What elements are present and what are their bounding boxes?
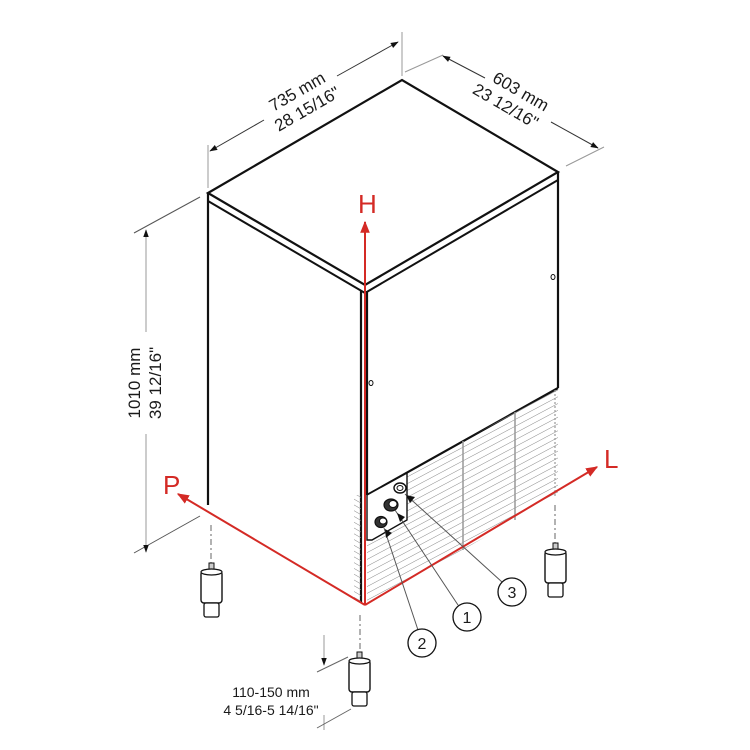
callout-3: 3 [404, 493, 527, 607]
panel-screw [550, 274, 556, 280]
panel-screw [368, 380, 374, 386]
dimension-height-inch: 39 12/16" [146, 347, 165, 419]
svg-text:1: 1 [463, 610, 472, 627]
cabinet [205, 78, 561, 605]
connector-3 [393, 482, 407, 494]
axis-p-arrow [176, 493, 366, 606]
dimension-feet: 110-150 mm 4 5/16-5 14/16" [223, 635, 352, 730]
axes: H P L [163, 189, 618, 606]
axis-l-label: L [604, 444, 618, 474]
dimension-height: 1010 mm 39 12/16" [125, 196, 201, 554]
connector-1 [383, 498, 399, 512]
foot-front [348, 615, 371, 707]
svg-text:3: 3 [508, 585, 517, 602]
dimension-feet-mm: 110-150 mm [232, 684, 310, 700]
axis-p-label: P [163, 470, 180, 500]
connector-2 [374, 515, 388, 529]
callout-2: 2 [383, 527, 437, 658]
foot-left [200, 525, 223, 618]
svg-text:2: 2 [418, 636, 427, 653]
callout-1: 1 [394, 509, 482, 632]
dimension-height-mm: 1010 mm [125, 348, 144, 419]
foot-right [544, 505, 567, 598]
axis-h-label: H [358, 189, 377, 219]
dimension-feet-inch: 4 5/16-5 14/16" [223, 702, 318, 718]
axis-l-arrow [364, 466, 599, 606]
